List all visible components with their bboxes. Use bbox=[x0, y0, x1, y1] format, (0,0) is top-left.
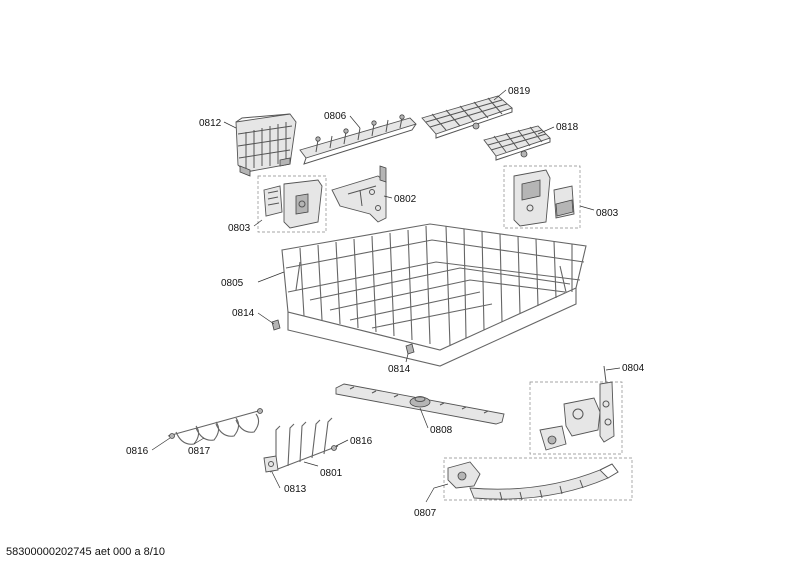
part-tine-rack-center bbox=[263, 417, 339, 473]
part-rail-bracket bbox=[331, 165, 387, 223]
callout-0819: 0819 bbox=[508, 86, 531, 97]
callout-0808: 0808 bbox=[430, 425, 453, 436]
callout-labels: 0812 0806 0819 0818 0802 0803 0803 0805 … bbox=[126, 86, 645, 519]
callout-0818: 0818 bbox=[556, 122, 579, 133]
part-spray-arm bbox=[335, 383, 505, 425]
callout-0817: 0817 bbox=[188, 446, 211, 457]
callout-0816-center: 0816 bbox=[350, 436, 373, 447]
part-tine-rack-left bbox=[167, 408, 263, 445]
part-valve-group bbox=[529, 365, 623, 455]
leader-lines bbox=[151, 89, 621, 503]
callout-0801: 0801 bbox=[320, 468, 343, 479]
callout-0805: 0805 bbox=[221, 278, 244, 289]
part-adjuster-group-left bbox=[257, 175, 327, 233]
callout-0812: 0812 bbox=[199, 118, 222, 129]
callout-0802: 0802 bbox=[394, 194, 417, 205]
part-cutlery-basket bbox=[235, 113, 297, 177]
callout-0803-right: 0803 bbox=[596, 208, 619, 219]
part-hose-group bbox=[443, 457, 633, 501]
part-adjuster-group-right bbox=[503, 165, 581, 229]
part-cup-rack-rail bbox=[299, 114, 417, 165]
callout-0807: 0807 bbox=[414, 508, 437, 519]
part-folding-rack-small bbox=[483, 125, 551, 161]
callout-0803-left: 0803 bbox=[228, 223, 251, 234]
part-clip-left bbox=[271, 319, 281, 331]
callout-0816-left: 0816 bbox=[126, 446, 149, 457]
part-folding-rack-large bbox=[421, 95, 513, 139]
part-clip-center bbox=[405, 343, 415, 355]
callout-0814-center: 0814 bbox=[388, 364, 411, 375]
callout-0806: 0806 bbox=[324, 111, 347, 122]
part-upper-basket bbox=[281, 223, 587, 367]
callout-0814-left: 0814 bbox=[232, 308, 255, 319]
callout-0813: 0813 bbox=[284, 484, 307, 495]
callout-0804: 0804 bbox=[622, 363, 645, 374]
document-reference-footer: 58300000202745 aet 000 a 8/10 bbox=[6, 546, 166, 558]
